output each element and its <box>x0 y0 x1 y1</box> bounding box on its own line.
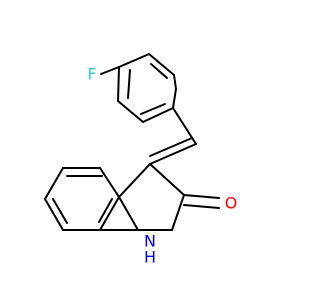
ring-bond <box>149 163 185 196</box>
carbonyl-bond <box>183 194 220 199</box>
ring-bond <box>117 66 120 102</box>
ring-bond <box>118 163 151 198</box>
ring-double-bond <box>127 69 131 99</box>
nitrogen-atom-label: N <box>144 232 156 251</box>
benzo-double-bond <box>98 198 113 223</box>
ring-double-bond <box>150 63 168 79</box>
double-bond-c3-second <box>149 137 193 157</box>
benzo-ring-bond <box>99 167 120 198</box>
methylidene-linker <box>149 107 197 165</box>
bond-f-c <box>100 66 120 75</box>
ring-bond <box>172 88 177 109</box>
fluorophenyl-ring <box>100 53 177 123</box>
benzo-double-bond <box>52 198 68 224</box>
ring-bond <box>148 53 175 76</box>
double-bond-c3 <box>149 143 197 165</box>
ring-bond <box>142 107 174 123</box>
benzo-ring-bond <box>44 198 64 231</box>
indolinone-core <box>44 163 220 231</box>
ring-bond <box>171 194 185 231</box>
fluorine-atom-label: F <box>87 65 96 84</box>
ring-bond <box>118 53 150 68</box>
ring-double-bond <box>140 103 166 115</box>
carbonyl-double-bond <box>183 204 220 209</box>
ring-bond <box>117 100 144 123</box>
benzo-ring-bond <box>44 167 64 200</box>
oxygen-atom-label: O <box>225 194 238 213</box>
ring-bond <box>118 196 139 231</box>
hydrogen-atom-label: H <box>144 248 156 267</box>
benzo-ring-bond <box>99 196 120 231</box>
ring-bond <box>173 74 177 90</box>
molecule-structure: F O N H <box>44 53 238 267</box>
